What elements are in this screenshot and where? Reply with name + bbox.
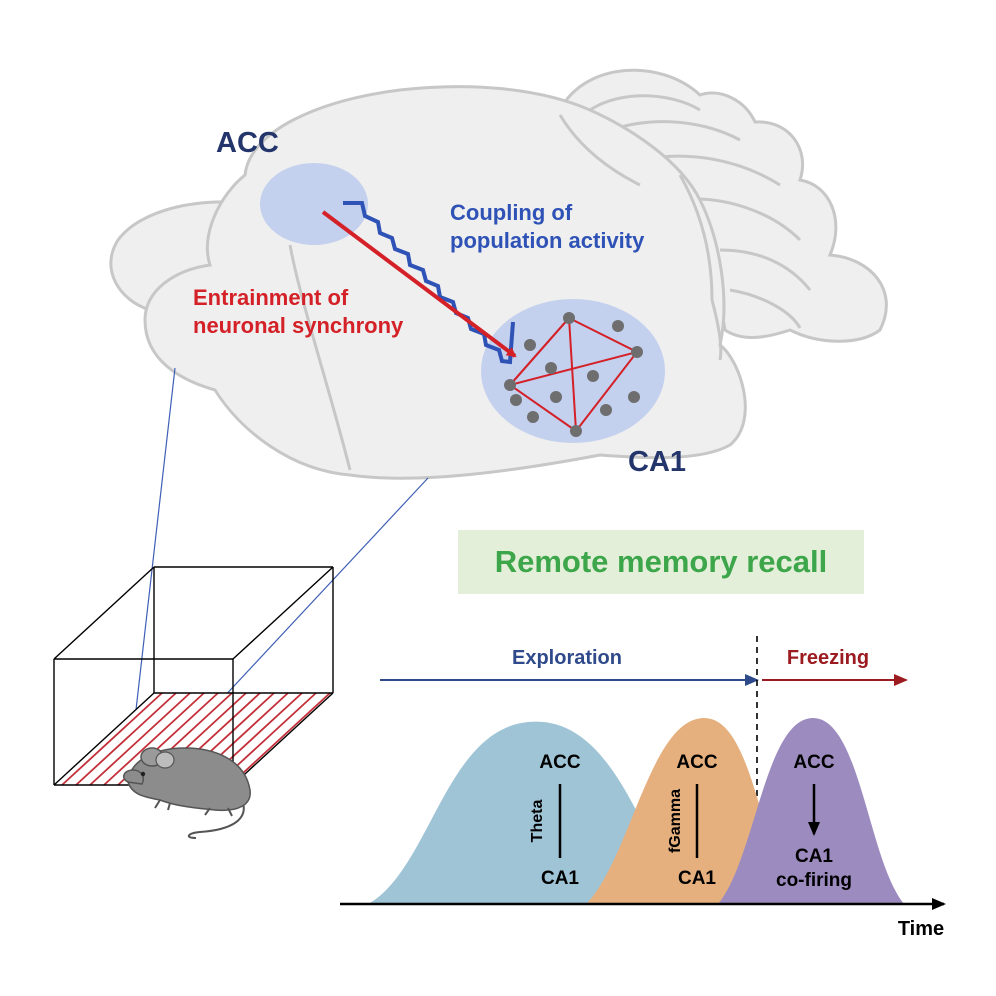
coupling-label-line1: Coupling of (450, 200, 573, 225)
phase3-top-label: ACC (793, 752, 834, 773)
time-axis-label: Time (898, 918, 944, 940)
ca1-neurons (504, 312, 643, 437)
ca1-label: CA1 (628, 446, 686, 478)
brain-illustration: ACC CA1 Coupling of population activity … (109, 68, 888, 480)
remote-memory-recall-banner: Remote memory recall (458, 530, 864, 594)
coupling-zigzag (343, 201, 515, 365)
cage-illustration (53, 566, 334, 839)
phase2-bottom-label: CA1 (678, 868, 716, 889)
phase1-top-label: ACC (539, 752, 580, 773)
phase3-bottom-label-1: CA1 (795, 846, 833, 867)
entrainment-label-line2: neuronal synchrony (193, 313, 404, 338)
phase3-bottom-label-2: co-firing (776, 870, 852, 891)
phase2-band-label: fGamma (667, 789, 684, 853)
phase1-bottom-label: CA1 (541, 868, 579, 889)
acc-label: ACC (216, 127, 279, 159)
mouse (122, 747, 251, 839)
exploration-label: Exploration (512, 647, 622, 669)
phase2-top-label: ACC (676, 752, 717, 773)
remote-memory-recall-title: Remote memory recall (494, 544, 828, 579)
freezing-label: Freezing (787, 647, 869, 669)
phase1-band-label: Theta (529, 800, 546, 843)
theta-bell (368, 721, 684, 904)
coupling-label-line2: population activity (450, 228, 645, 253)
entrainment-label-line1: Entrainment of (193, 285, 349, 310)
cofiring-bell (718, 717, 904, 904)
timeline: Exploration Freezing Time ACC Theta CA1 … (340, 636, 946, 940)
entrainment-arrow (321, 210, 517, 358)
